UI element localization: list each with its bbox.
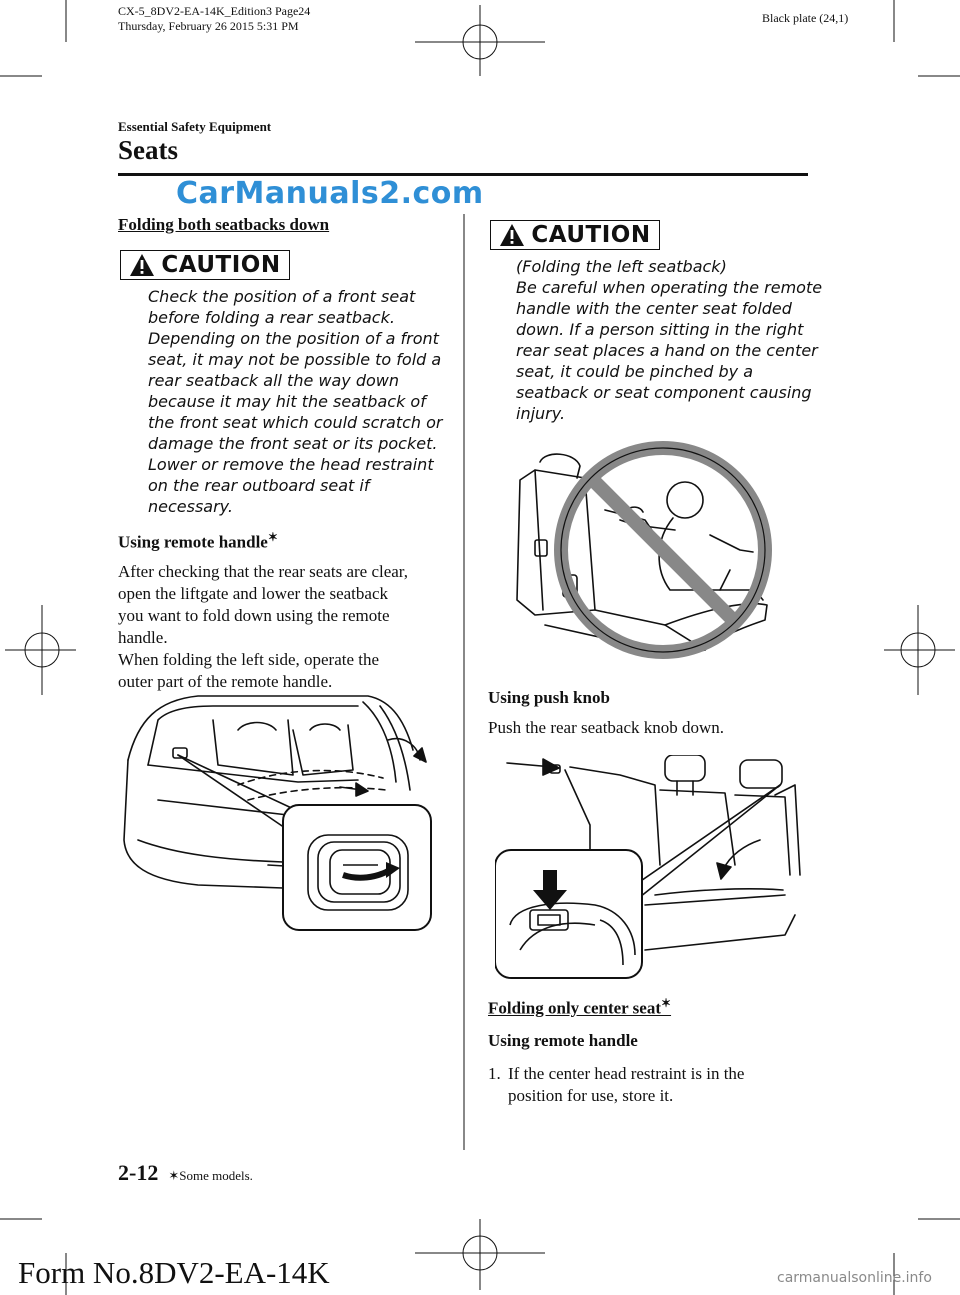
step-number: 1. (488, 1064, 501, 1083)
step-text-line: If the center head restraint is in the (508, 1064, 745, 1083)
caution-line: seatback or seat component causing (516, 383, 812, 402)
asterisk-icon: ✶ (660, 996, 672, 1010)
file-name: CX-5_8DV2-EA-14K_Edition3 Page24 (118, 4, 311, 18)
section-label: Essential Safety Equipment (118, 119, 272, 134)
caution-line: Be careful when operating the remote (516, 278, 823, 297)
form-number: Form No.8DV2-EA-14K (18, 1255, 330, 1290)
remote-handle-illustration (123, 695, 432, 931)
caution-line: rear seatback all the way down (148, 371, 399, 390)
push-knob-illustration (495, 755, 801, 979)
body-line: handle. (118, 628, 168, 647)
caution-box-left: CAUTION (120, 250, 290, 280)
caution-text-right: (Folding the left seatback) Be careful w… (516, 256, 822, 424)
footnote: Some models. (179, 1168, 253, 1183)
caution-line: handle with the center seat folded (516, 299, 792, 318)
site-watermark: carmanualsonline.info (777, 1270, 932, 1286)
push-knob-text: Push the rear seatback knob down. (488, 718, 725, 737)
center-heading-text: Folding only center seat (488, 998, 661, 1018)
caution-line: Lower or remove the head restraint (148, 455, 434, 474)
caution-line: (Folding the left seatback) (516, 257, 727, 276)
caution-label: CAUTION (531, 222, 651, 248)
caution-box-right: CAUTION (490, 220, 660, 250)
warning-triangle-icon (130, 254, 155, 276)
caution-line: on the rear outboard seat if (148, 476, 370, 495)
body-line: you want to fold down using the remote (118, 606, 390, 625)
watermark: CarManuals2.com (176, 176, 484, 211)
heading-remote-handle-center: Using remote handle (488, 1031, 638, 1050)
asterisk-icon: ✶ (267, 530, 278, 544)
caution-line: because it may hit the seatback of (148, 392, 426, 411)
caution-line: down. If a person sitting in the right (516, 320, 804, 339)
header-rule (118, 173, 808, 176)
pinch-warning-illustration (516, 441, 772, 659)
caution-line: Check the position of a front seat (148, 287, 416, 306)
caution-line: damage the front seat or its pocket. (148, 434, 438, 453)
warning-triangle-icon (500, 224, 525, 246)
caution-line: the front seat which could scratch or (148, 413, 443, 432)
caution-line: rear seat places a hand on the center (516, 341, 818, 360)
asterisk-icon: ✶ (168, 1168, 180, 1183)
heading-center-seat: Folding only center seat✶ (488, 996, 671, 1019)
caution-line: necessary. (148, 497, 233, 516)
body-text-left: After checking that the rear seats are c… (118, 561, 408, 693)
caution-line: before folding a rear seatback. (148, 308, 395, 327)
caution-label: CAUTION (161, 252, 281, 278)
file-timestamp: Thursday, February 26 2015 5:31 PM (118, 19, 299, 33)
footer: 2-12 ✶ Some models. (118, 1160, 253, 1186)
caution-text-left: Check the position of a front seat befor… (148, 286, 442, 517)
file-info: CX-5_8DV2-EA-14K_Edition3 Page24 Thursda… (118, 4, 310, 34)
subheading-text: Using remote handle (118, 532, 268, 552)
body-line: When folding the left side, operate the (118, 650, 380, 669)
heading-folding-both: Folding both seatbacks down (118, 215, 330, 234)
body-line: outer part of the remote handle. (118, 672, 333, 691)
step-1: 1. If the center head restraint is in th… (488, 1063, 808, 1107)
caution-line: injury. (516, 404, 566, 423)
caution-line: seat, it may not be possible to fold a (148, 350, 442, 369)
plate-label: Black plate (24,1) (762, 11, 849, 25)
subheading-remote-handle: Using remote handle✶ (118, 530, 278, 553)
caution-line: Depending on the position of a front (148, 329, 439, 348)
page-number: 2-12 (118, 1160, 159, 1185)
body-line: open the liftgate and lower the seatback (118, 584, 388, 603)
body-line: After checking that the rear seats are c… (118, 562, 409, 581)
heading-push-knob: Using push knob (488, 688, 610, 707)
step-text-line: position for use, store it. (508, 1086, 674, 1105)
caution-line: seat, it could be pinched by a (516, 362, 754, 381)
page-title: Seats (118, 135, 178, 165)
